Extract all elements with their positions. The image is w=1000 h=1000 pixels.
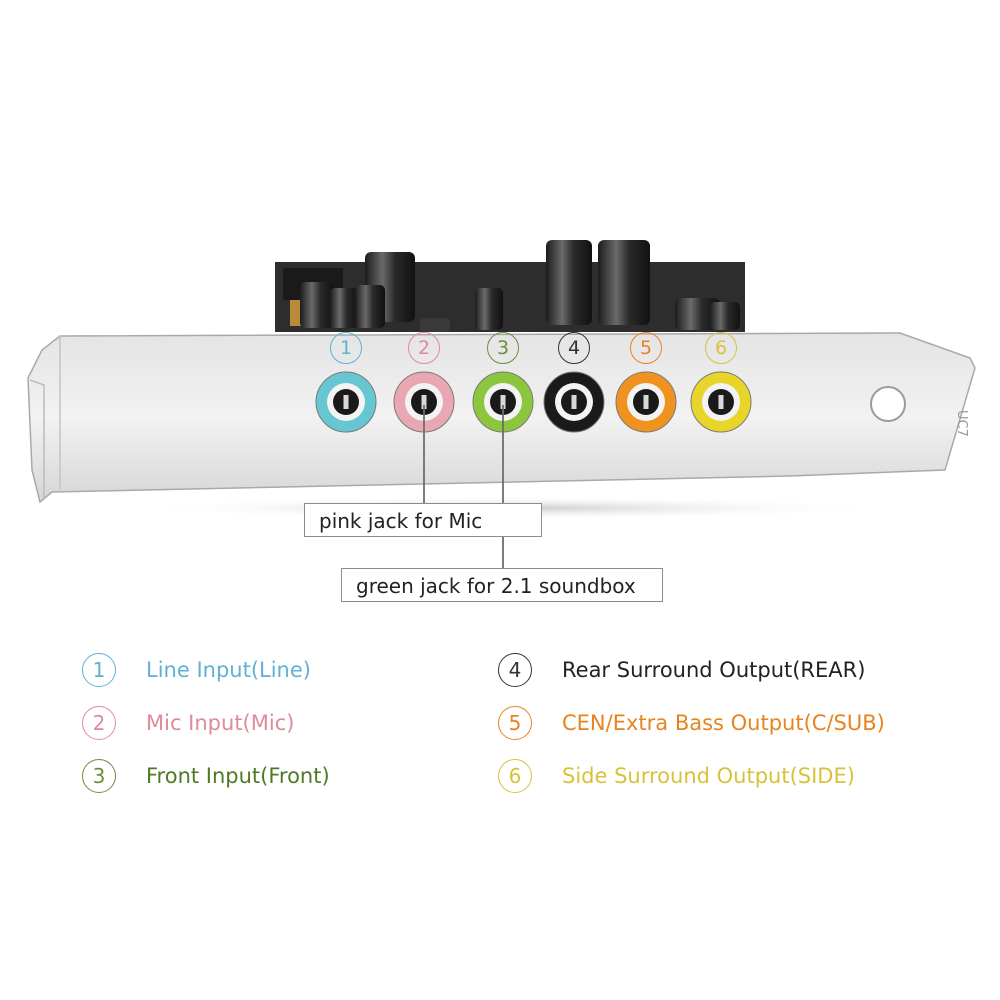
sound-card-illustration: UC7 bbox=[27, 240, 976, 570]
jack-side bbox=[690, 371, 752, 433]
legend-number-6: 6 bbox=[498, 759, 532, 793]
audio-jacks bbox=[315, 371, 752, 433]
jack-number-5: 5 bbox=[630, 332, 662, 364]
legend-label-rear: Rear Surround Output(REAR) bbox=[562, 658, 866, 682]
legend-label-front: Front Input(Front) bbox=[146, 764, 330, 788]
jack-number-3: 3 bbox=[487, 332, 519, 364]
legend-label-line: Line Input(Line) bbox=[146, 658, 311, 682]
jack-front bbox=[472, 371, 534, 433]
callout-pink-jack: pink jack for Mic bbox=[304, 503, 542, 537]
callout-green-jack: green jack for 2.1 soundbox bbox=[341, 568, 663, 602]
jack-rear bbox=[543, 371, 605, 433]
legend-label-side: Side Surround Output(SIDE) bbox=[562, 764, 855, 788]
circuit-board bbox=[275, 240, 745, 332]
legend-label-cen: CEN/Extra Bass Output(C/SUB) bbox=[562, 711, 885, 735]
legend-item-mic: 2 Mic Input(Mic) bbox=[82, 703, 294, 743]
legend-number-2: 2 bbox=[82, 706, 116, 740]
legend-item-cen: 5 CEN/Extra Bass Output(C/SUB) bbox=[498, 703, 885, 743]
jack-cen bbox=[615, 371, 677, 433]
legend-item-side: 6 Side Surround Output(SIDE) bbox=[498, 756, 855, 796]
legend-number-4: 4 bbox=[498, 653, 532, 687]
jack-number-4: 4 bbox=[558, 332, 590, 364]
callout-leaders bbox=[423, 405, 504, 570]
legend-number-1: 1 bbox=[82, 653, 116, 687]
legend-item-front: 3 Front Input(Front) bbox=[82, 756, 330, 796]
legend-number-3: 3 bbox=[82, 759, 116, 793]
jack-number-1: 1 bbox=[330, 332, 362, 364]
mounting-hole bbox=[870, 386, 906, 422]
svg-text:UC7: UC7 bbox=[954, 410, 969, 437]
jack-line bbox=[315, 371, 377, 433]
jack-number-2: 2 bbox=[408, 332, 440, 364]
capacitors bbox=[300, 240, 740, 332]
jack-number-6: 6 bbox=[705, 332, 737, 364]
legend-label-mic: Mic Input(Mic) bbox=[146, 711, 295, 735]
legend-item-rear: 4 Rear Surround Output(REAR) bbox=[498, 650, 865, 690]
legend-item-line: 1 Line Input(Line) bbox=[82, 650, 311, 690]
legend-number-5: 5 bbox=[498, 706, 532, 740]
